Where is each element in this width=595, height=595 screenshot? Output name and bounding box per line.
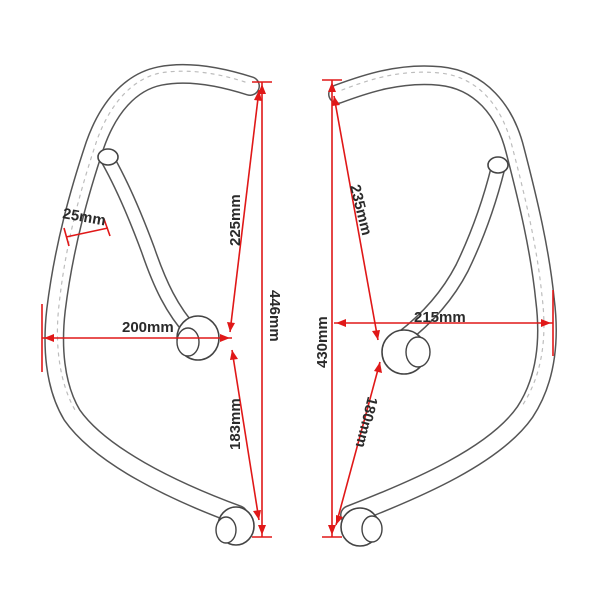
right-crash-bar <box>328 65 557 547</box>
left-crash-bar <box>44 63 260 546</box>
right-width-label: 215mm <box>414 309 466 326</box>
left-width-label: 200mm <box>122 319 174 336</box>
right-height-label: 430mm <box>314 316 331 368</box>
left-height-label: 446mm <box>266 290 283 342</box>
right-height-dimension <box>322 79 342 538</box>
left-height-dimension <box>252 81 272 538</box>
left-upper-diagonal-label: 225mm <box>227 194 244 246</box>
right-width-dimension <box>334 290 554 356</box>
right-lower-diagonal-label: 180mm <box>352 395 381 449</box>
left-lower-diagonal-dimension <box>230 349 261 521</box>
left-lower-diagonal-label: 183mm <box>227 398 244 450</box>
left-dimensions: 25mm 225mm 446mm 200mm 183mm <box>41 81 283 538</box>
left-upper-diagonal-dimension <box>227 89 262 333</box>
left-width-dimension <box>41 304 232 372</box>
left-tube-width-dimension <box>63 218 111 247</box>
right-upper-diagonal-dimension <box>332 95 380 341</box>
right-upper-diagonal-label: 235mm <box>346 183 375 237</box>
right-lower-diagonal-dimension <box>335 361 382 526</box>
